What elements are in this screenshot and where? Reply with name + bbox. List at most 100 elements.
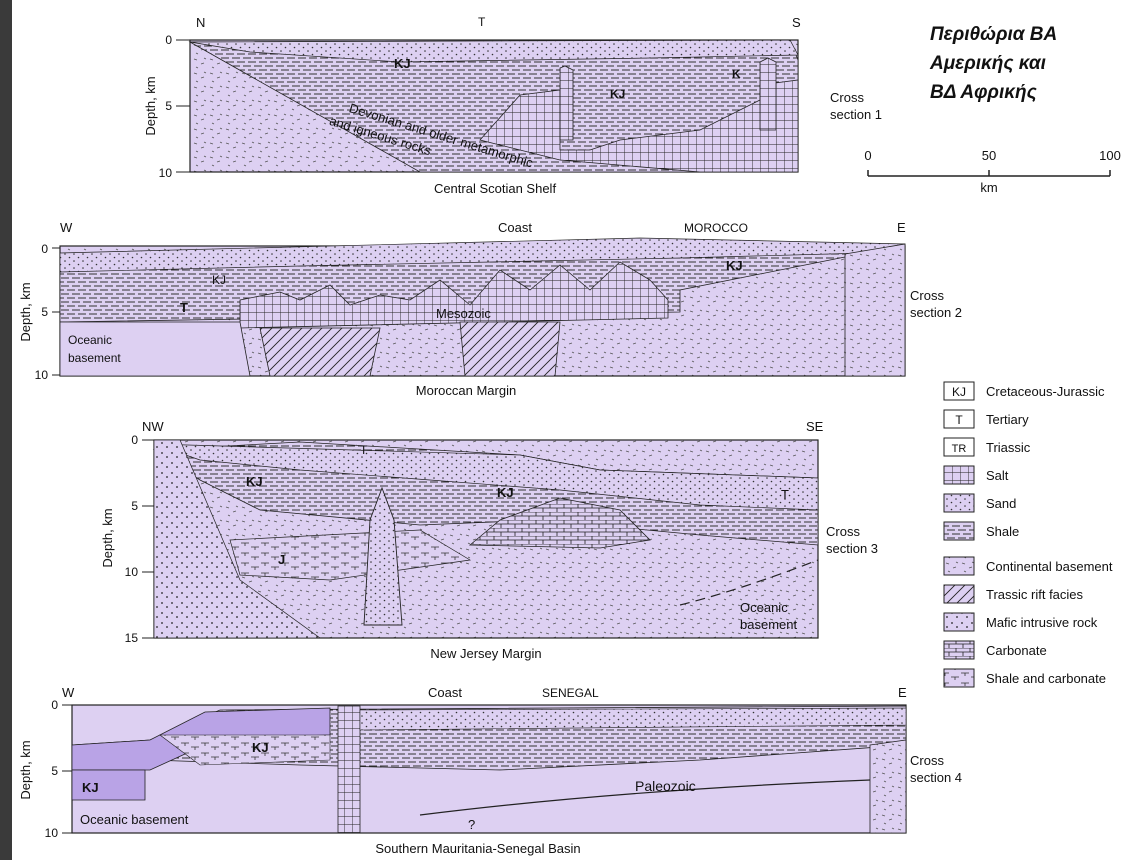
s4-dir-left: W (62, 685, 75, 700)
scale-bar: 0 50 100 km (864, 148, 1120, 195)
s3-cross-label-2: section 3 (826, 541, 878, 556)
legend-label-t: Tertiary (986, 412, 1029, 427)
section-1-salt-diapir-2 (760, 58, 776, 130)
section-2-rift-2 (460, 322, 560, 376)
legend-label-kj: Cretaceous-Jurassic (986, 384, 1105, 399)
scale-tick-0: 0 (864, 148, 871, 163)
legend-key-tr: TR (952, 443, 967, 455)
s2-dir-left: W (60, 220, 73, 235)
legend-item-rift-facies: Trassic rift facies (944, 585, 1084, 603)
legend-label-salt: Salt (986, 468, 1009, 483)
legend-label-continental-basement: Continental basement (986, 559, 1113, 574)
geologic-cross-sections-figure: Περιθώρια ΒΑ Αμερικής και ΒΔ Αφρικής 0 5… (12, 0, 1140, 860)
s2-cross-label-2: section 2 (910, 305, 962, 320)
s3-depth-15: 15 (125, 631, 139, 645)
s4-depth-axis-label: Depth, km (18, 740, 33, 799)
s3-depth-10: 10 (125, 565, 139, 579)
s2-unit-kj-b: KJ (726, 258, 743, 273)
legend-item-carbonate: Carbonate (944, 641, 1047, 659)
legend-item-kj: KJ Cretaceous-Jurassic (944, 382, 1105, 400)
legend-item-shale: Shale (944, 522, 1019, 540)
s3-depth-0: 0 (131, 433, 138, 447)
s1-unit-t: T (478, 15, 486, 29)
legend-label-shale: Shale (986, 524, 1019, 539)
legend-key-kj: KJ (952, 385, 966, 399)
s4-basement: Oceanic basement (80, 812, 189, 827)
section-4-salt-column (338, 706, 360, 833)
section-2-oceanic-basement (60, 322, 250, 376)
s2-unit-t: T (180, 300, 188, 315)
s3-section-name: New Jersey Margin (430, 646, 541, 661)
s1-depth-axis-label: Depth, km (143, 76, 158, 135)
s1-cross-label-1: Cross (830, 90, 864, 105)
s4-country-label: SENEGAL (542, 686, 599, 700)
s3-cross-label-1: Cross (826, 524, 860, 539)
legend-item-shale-carbonate: Shale and carbonate (944, 669, 1106, 687)
s4-dir-right: E (898, 685, 907, 700)
s1-unit-kj-a: KJ (394, 56, 411, 71)
s2-unit-kj-a: KJ (212, 273, 226, 287)
legend-label-sand: Sand (986, 496, 1016, 511)
legend-label-rift-facies: Trassic rift facies (986, 587, 1084, 602)
s3-dir-right: SE (806, 419, 824, 434)
s2-section-name: Moroccan Margin (416, 383, 516, 398)
s4-unit-paleozoic: Paleozoic (635, 778, 696, 794)
s3-unit-t-right: T (781, 487, 789, 502)
cross-section-2: T KJ KJ Mesozoic Oceanic basement W E Co… (18, 220, 962, 398)
s3-unit-kj-a: KJ (246, 474, 263, 489)
legend-item-tr: TR Triassic (944, 438, 1031, 456)
s4-coast-label: Coast (428, 685, 462, 700)
s4-depth-10: 10 (45, 826, 59, 840)
greek-title: Περιθώρια ΒΑ Αμερικής και ΒΔ Αφρικής (929, 24, 1057, 103)
legend-label-carbonate: Carbonate (986, 643, 1047, 658)
s4-section-name: Southern Mauritania-Senegal Basin (375, 841, 580, 856)
s4-depth-0: 0 (51, 698, 58, 712)
title-line-2: Αμερικής και (929, 53, 1046, 74)
s3-unit-j: J (278, 552, 285, 567)
s3-unit-kj-b: KJ (497, 485, 514, 500)
s2-dir-right: E (897, 220, 906, 235)
s4-question-mark: ? (468, 817, 475, 832)
legend-label-tr: Triassic (986, 440, 1031, 455)
s1-unit-k: K (732, 67, 741, 81)
s1-cross-label-2: section 1 (830, 107, 882, 122)
s3-basement-2: basement (740, 617, 797, 632)
s2-country-label: MOROCCO (684, 221, 748, 235)
s4-cross-label-2: section 4 (910, 770, 962, 785)
section-2-rift-1 (260, 328, 380, 376)
s4-cross-label-1: Cross (910, 753, 944, 768)
legend-item-mafic: Mafic intrusive rock (944, 613, 1098, 631)
section-1-salt-diapir-1 (560, 66, 573, 140)
cross-section-4: KJ KJ Paleozoic ? Oceanic basement W E C… (18, 685, 962, 856)
figure-canvas: Περιθώρια ΒΑ Αμερικής και ΒΔ Αφρικής 0 5… (12, 0, 1140, 860)
s1-depth-0: 0 (165, 33, 172, 47)
legend-label-mafic: Mafic intrusive rock (986, 615, 1098, 630)
s4-unit-kj-a: KJ (82, 780, 99, 795)
s4-unit-kj-b: KJ (252, 740, 269, 755)
legend-label-shale-carbonate: Shale and carbonate (986, 671, 1106, 686)
s3-depth-5: 5 (131, 499, 138, 513)
s2-unit-mesozoic: Mesozoic (436, 306, 491, 321)
s1-dir-left: N (196, 15, 205, 30)
cross-section-3: T KJ KJ T J Oceanic basement NW SE 0 5 1… (100, 419, 878, 661)
legend-item-t: T Tertiary (944, 410, 1029, 428)
title-line-3: ΒΔ Αφρικής (930, 82, 1038, 103)
s3-unit-t-top: T (360, 443, 368, 457)
s2-depth-axis-label: Depth, km (18, 282, 33, 341)
scale-tick-50: 50 (982, 148, 996, 163)
s2-basement-1: Oceanic (68, 333, 112, 347)
legend-item-sand: Sand (944, 494, 1016, 512)
s3-dir-left: NW (142, 419, 164, 434)
s3-depth-axis-label: Depth, km (100, 508, 115, 567)
legend-key-t: T (955, 413, 963, 427)
s2-depth-10: 10 (35, 368, 49, 382)
s2-coast-label: Coast (498, 220, 532, 235)
cross-section-1: KJ T K KJ Devonian and older metamorphic… (143, 15, 882, 196)
legend: KJ Cretaceous-Jurassic T Tertiary TR Tri… (944, 382, 1113, 687)
s1-unit-kj-b: KJ (610, 87, 625, 101)
s2-depth-5: 5 (41, 305, 48, 319)
s2-basement-2: basement (68, 351, 121, 365)
s2-depth-0: 0 (41, 242, 48, 256)
s4-depth-5: 5 (51, 764, 58, 778)
s1-depth-5: 5 (165, 99, 172, 113)
